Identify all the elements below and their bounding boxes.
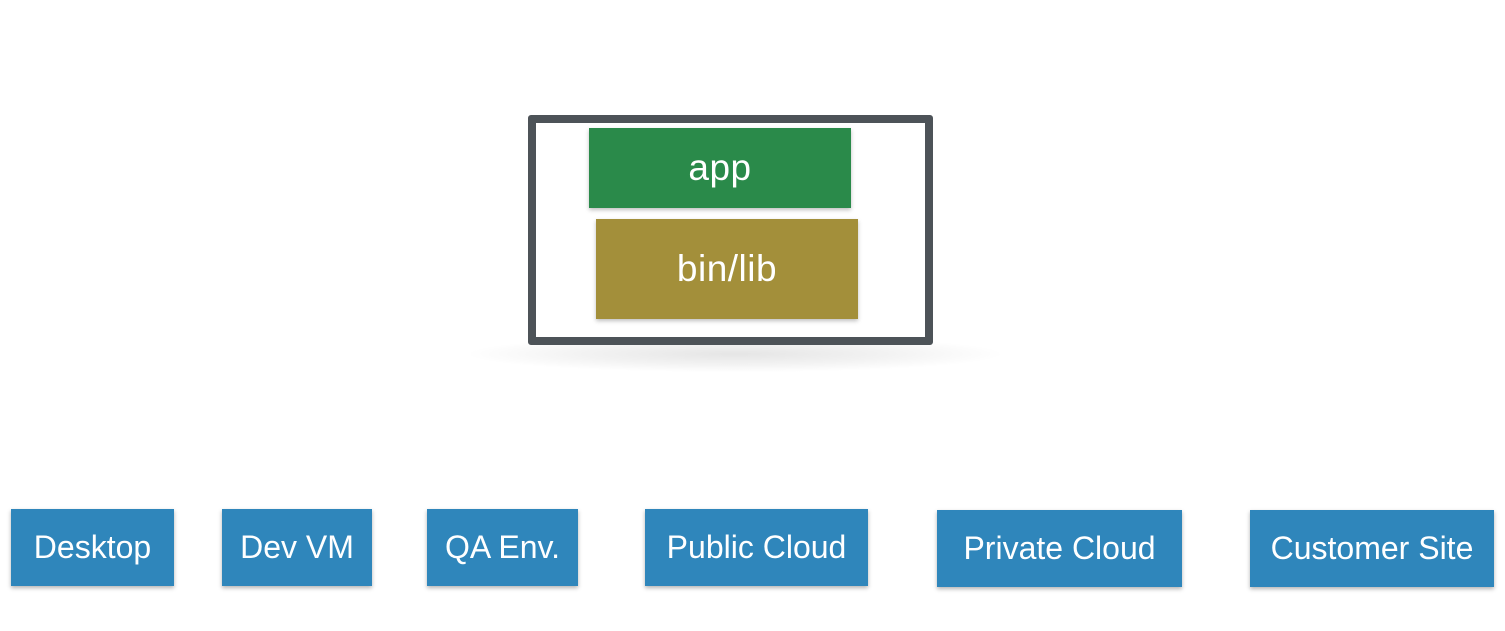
target-label: QA Env.	[444, 529, 560, 565]
target-customer-site: Customer Site	[1250, 510, 1494, 587]
target-public-cloud: Public Cloud	[645, 509, 868, 586]
target-label: Desktop	[33, 529, 152, 565]
target-desktop: Desktop	[11, 509, 174, 586]
target-private-cloud: Private Cloud	[937, 510, 1182, 587]
target-label: Customer Site	[1270, 530, 1474, 566]
bin-lib-layer-label: bin/lib	[676, 248, 778, 289]
bin-lib-layer: bin/lib	[596, 219, 858, 319]
app-layer-label: app	[688, 147, 752, 188]
target-qa-env: QA Env.	[427, 509, 578, 586]
target-label: Private Cloud	[963, 530, 1156, 566]
target-label: Dev VM	[240, 529, 354, 565]
app-layer: app	[589, 128, 851, 208]
target-label: Public Cloud	[666, 529, 847, 565]
target-dev-vm: Dev VM	[222, 509, 372, 586]
